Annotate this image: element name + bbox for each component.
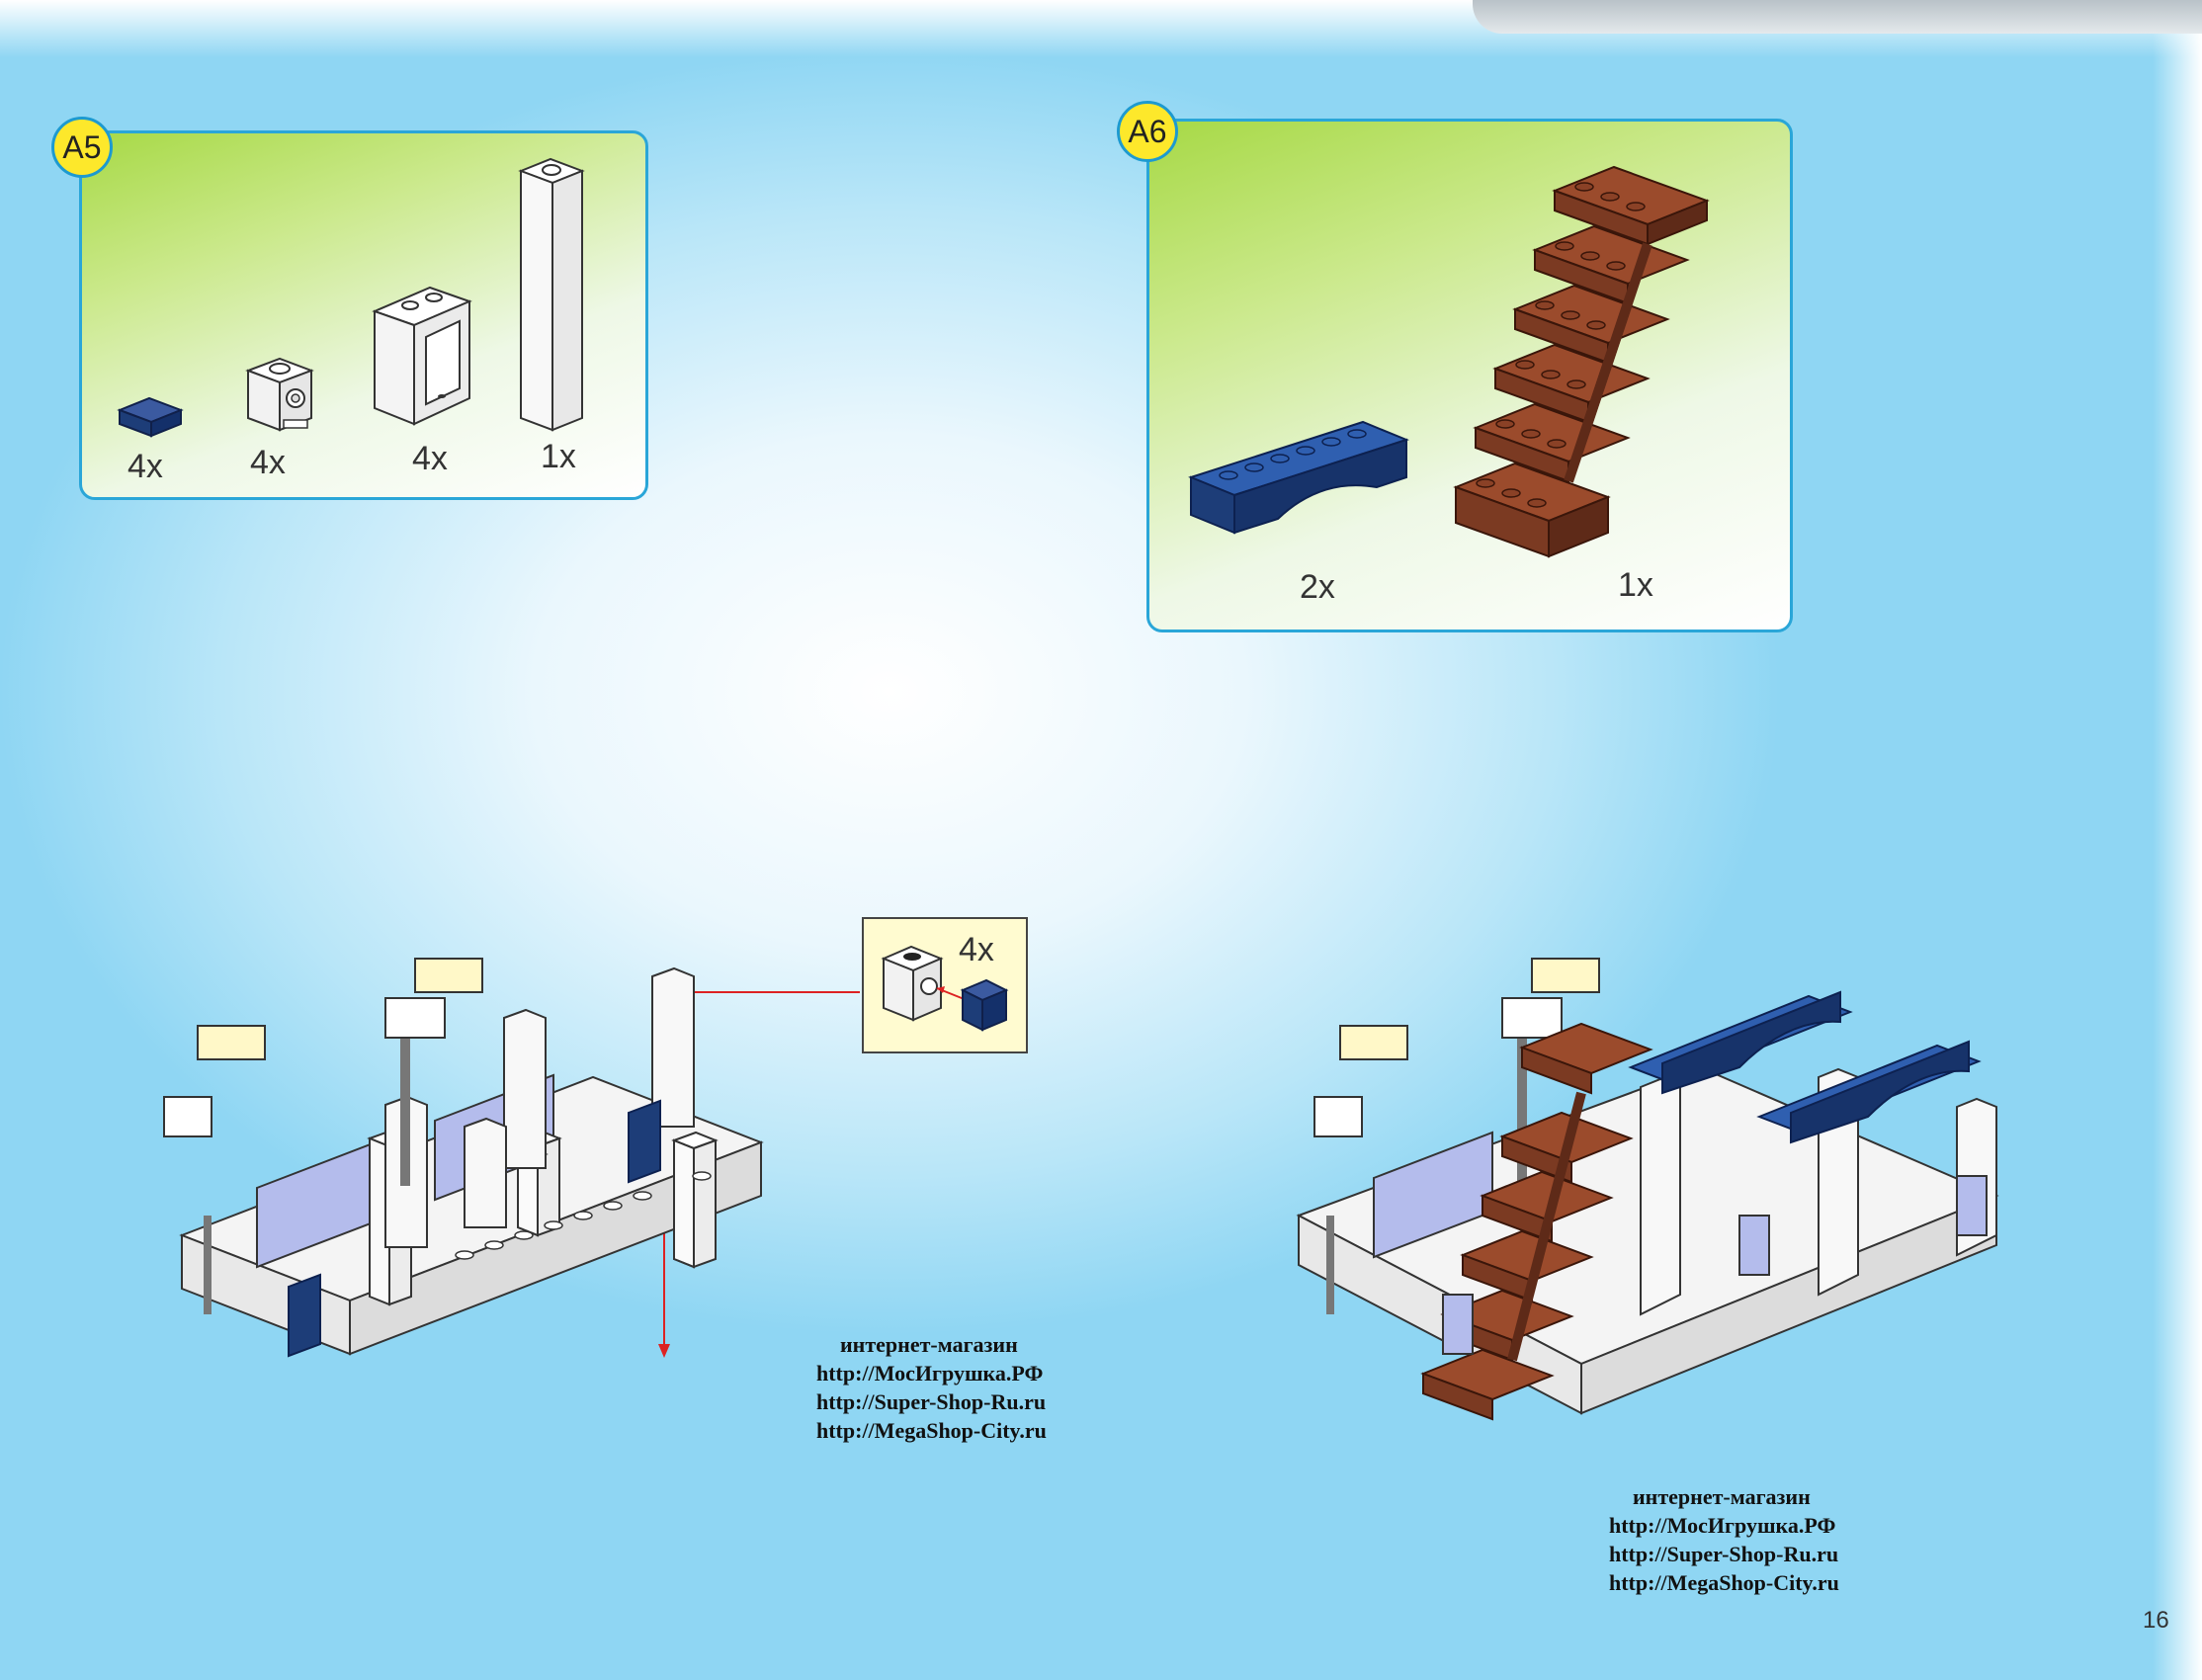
watermark-link[interactable]: http://МосИгрушка.РФ xyxy=(1609,1513,1836,1538)
white-headlight-brick-icon xyxy=(245,357,314,432)
watermark-title: интернет-магазин xyxy=(840,1332,1018,1357)
watermark-title: интернет-магазин xyxy=(1633,1484,1811,1509)
part-quantity: 4x xyxy=(127,448,163,485)
scanned-page-tab xyxy=(1473,0,2202,34)
page-right-edge xyxy=(2153,0,2202,1680)
step-badge-a5: A5 xyxy=(51,117,113,178)
page-number: 16 xyxy=(2143,1607,2169,1634)
assembly-step-model-before xyxy=(163,958,860,1358)
step-a5-parts-panel: 4x 4x 4x 1x xyxy=(79,130,648,500)
blue-arch-brick-icon xyxy=(1188,420,1409,535)
sub-assembly-callout: 4x xyxy=(862,917,1028,1053)
step-badge-a6: A6 xyxy=(1117,101,1178,162)
shop-watermark: интернет-магазин http://МосИгрушка.РФ ht… xyxy=(816,1330,1047,1445)
step-a6-parts-panel: 2x 1x xyxy=(1146,119,1793,632)
shop-watermark: интернет-магазин http://МосИгрушка.РФ ht… xyxy=(1609,1482,1839,1597)
watermark-link[interactable]: http://Super-Shop-Ru.ru xyxy=(816,1389,1047,1414)
white-tall-column-icon xyxy=(518,157,585,432)
part-quantity: 2x xyxy=(1300,568,1335,606)
callout-quantity: 4x xyxy=(959,931,994,968)
white-window-frame-icon xyxy=(372,286,472,426)
dark-blue-tile-icon xyxy=(117,396,184,438)
watermark-link[interactable]: http://МосИгрушка.РФ xyxy=(816,1361,1044,1386)
headlight-brick-with-tile-icon xyxy=(881,945,1009,1032)
part-quantity: 4x xyxy=(250,444,286,481)
part-quantity: 4x xyxy=(412,440,448,477)
brown-staircase-icon xyxy=(1453,165,1710,558)
assembly-step-model-after xyxy=(1296,958,1999,1421)
watermark-link[interactable]: http://MegaShop-City.ru xyxy=(816,1418,1047,1443)
part-quantity: 1x xyxy=(541,438,576,475)
watermark-link[interactable]: http://Super-Shop-Ru.ru xyxy=(1609,1542,1839,1566)
watermark-link[interactable]: http://MegaShop-City.ru xyxy=(1609,1570,1839,1595)
part-quantity: 1x xyxy=(1618,566,1653,604)
